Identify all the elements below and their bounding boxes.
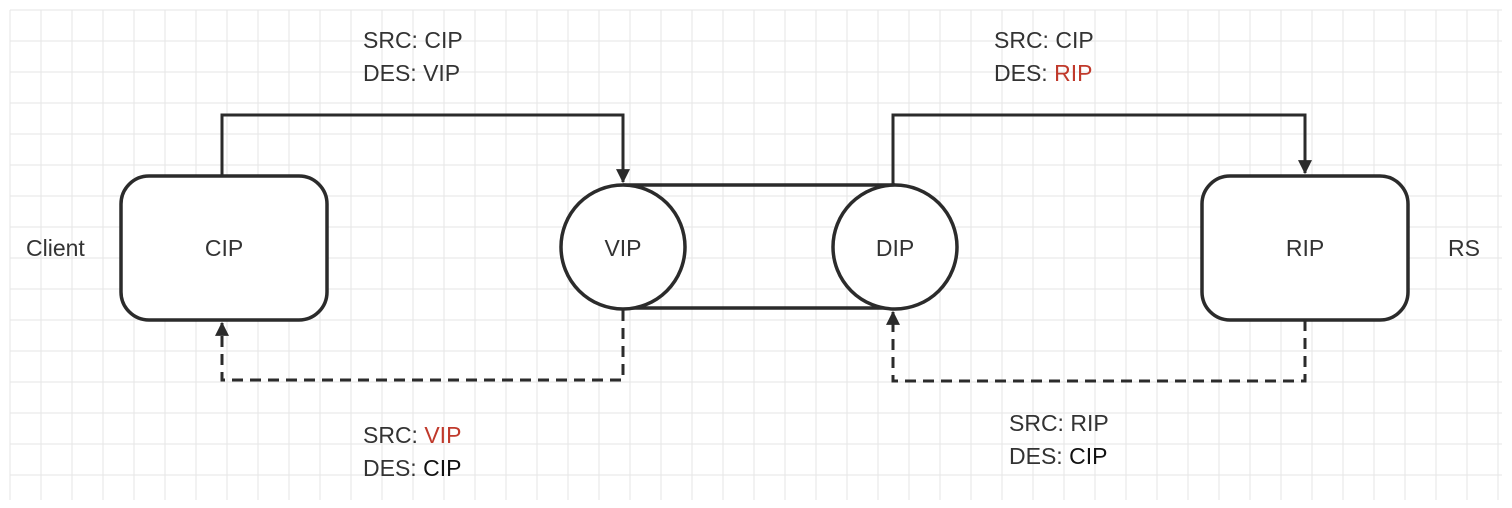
dip-node <box>831 183 959 311</box>
vip-node <box>559 183 687 311</box>
rs-box-label: RIP <box>1286 235 1324 261</box>
client-box-label: CIP <box>205 235 243 261</box>
dip-node-label: DIP <box>876 235 914 261</box>
packet-src-line: SRC: CIP <box>994 27 1094 53</box>
arrow-client-to-vip <box>220 113 630 184</box>
background-grid <box>9 9 1502 500</box>
client-side-label: Client <box>26 235 85 261</box>
packet-label-client-to-vip: SRC: CIP DES: VIP <box>363 27 463 86</box>
arrow-rip-to-dip <box>886 310 1307 383</box>
src-prefix: SRC: <box>363 27 424 53</box>
src-value: RIP <box>1070 410 1108 436</box>
packet-des-line: DES: CIP <box>1009 443 1107 469</box>
des-prefix: DES: <box>994 60 1054 86</box>
src-value-highlight: VIP <box>424 422 461 448</box>
src-value: CIP <box>424 27 462 53</box>
packet-des-line: DES: CIP <box>363 455 461 481</box>
des-value: CIP <box>1069 443 1107 469</box>
des-value-highlight: RIP <box>1054 60 1092 86</box>
src-prefix: SRC: <box>363 422 424 448</box>
src-prefix: SRC: <box>994 27 1055 53</box>
des-value: CIP <box>423 455 461 481</box>
arrow-vip-to-client <box>215 310 625 382</box>
src-value: CIP <box>1055 27 1093 53</box>
rs-side-label: RS <box>1448 235 1480 261</box>
des-prefix: DES: <box>1009 443 1069 469</box>
packet-src-line: SRC: VIP <box>363 422 461 448</box>
vip-node-label: VIP <box>604 235 641 261</box>
packet-label-vip-to-client: SRC: VIP DES: CIP <box>363 422 461 481</box>
packet-src-line: SRC: RIP <box>1009 410 1109 436</box>
arrow-dip-to-rip <box>891 113 1312 185</box>
packet-des-line: DES: VIP <box>363 60 460 86</box>
packet-des-line: DES: RIP <box>994 60 1092 86</box>
packet-label-dip-to-rip: SRC: CIP DES: RIP <box>994 27 1094 86</box>
des-prefix: DES: <box>363 60 423 86</box>
des-value: VIP <box>423 60 460 86</box>
packet-src-line: SRC: CIP <box>363 27 463 53</box>
client-box <box>119 174 329 322</box>
des-prefix: DES: <box>363 455 423 481</box>
src-prefix: SRC: <box>1009 410 1070 436</box>
packet-label-rip-to-dip: SRC: RIP DES: CIP <box>1009 410 1109 469</box>
